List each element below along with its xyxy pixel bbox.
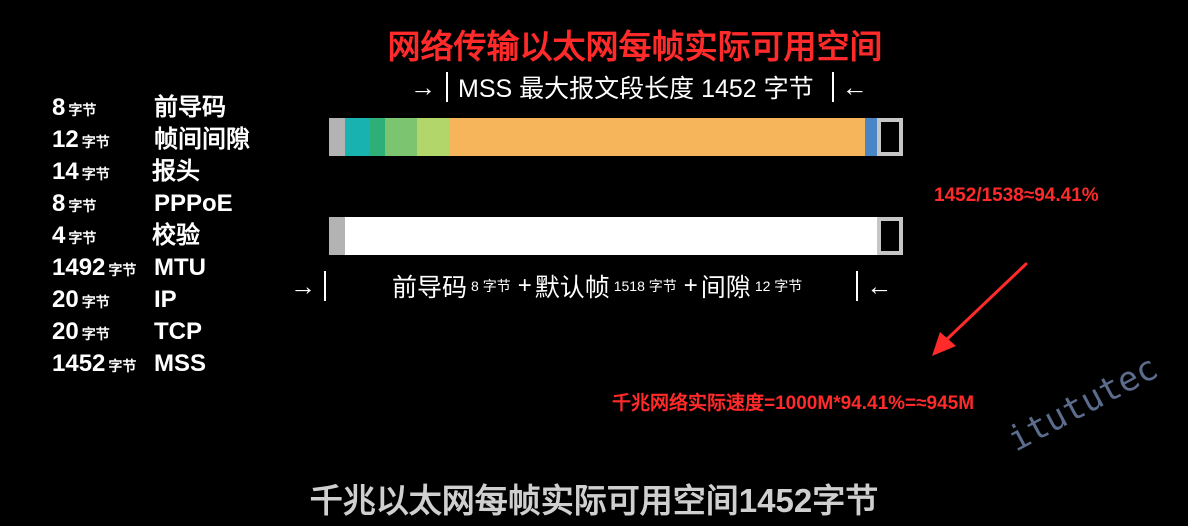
actual-speed-formula: 千兆网络实际速度=1000M*94.41%=≈945M: [612, 393, 975, 414]
legend-unit: 字节: [68, 198, 97, 214]
tcp-segment: [417, 118, 449, 156]
preamble-segment: [329, 217, 345, 255]
legend-size: 8: [52, 190, 66, 217]
page-title: 网络传输以太网每帧实际可用空间: [387, 28, 883, 65]
default-frame-segment: [345, 217, 877, 255]
mss-span-text: MSS 最大报文段长度 1452 字节: [458, 75, 814, 103]
preamble-size: 8 字节: [471, 278, 511, 294]
legend-unit: 字节: [68, 230, 97, 246]
legend-field-name: MSS: [154, 350, 207, 377]
preamble-segment: [329, 118, 345, 156]
legend-size: 4: [52, 222, 66, 249]
default-frame-label: 默认帧: [534, 274, 610, 302]
legend-unit: 字节: [68, 102, 97, 118]
full-frame-bar: [329, 217, 903, 255]
plus-sign: +: [517, 272, 532, 299]
legend-field-name: 前导码: [154, 94, 226, 121]
right-arrow-icon: →: [290, 270, 316, 301]
red-pointer-arrow-icon: [932, 262, 1028, 356]
gap-label: 间隙: [700, 274, 751, 302]
default-frame-size: 1518 字节: [613, 278, 677, 294]
frame-total-label: → 前导码 8 字节 + 默认帧 1518 字节 + 间隙 12 字节 ←: [290, 266, 950, 306]
legend-size: 1452: [52, 350, 106, 377]
legend-field-name: TCP: [154, 318, 202, 345]
legend-unit: 字节: [81, 134, 110, 150]
legend-field-name: PPPoE: [154, 190, 233, 217]
legend-unit: 字节: [108, 262, 137, 278]
checksum-segment: [865, 118, 877, 156]
mss-span-label: → MSS 最大报文段长度 1452 字节 ←: [410, 68, 910, 106]
legend-size: 20: [52, 318, 79, 345]
legend-size: 1492: [52, 254, 106, 281]
gap-size: 12 字节: [754, 278, 803, 294]
legend-unit: 字节: [81, 326, 110, 342]
legend-size: 20: [52, 286, 79, 313]
pppoe-segment: [369, 118, 385, 156]
bottom-caption: 千兆以太网每帧实际可用空间1452字节: [309, 482, 879, 519]
arrow-shaft: [942, 262, 1028, 344]
header-segment: [345, 118, 369, 156]
ip-segment: [385, 118, 417, 156]
watermark: itututec: [1001, 347, 1165, 460]
span-end-marker: [831, 72, 834, 102]
efficiency-ratio: 1452/1538≈94.41%: [934, 185, 1099, 206]
legend-unit: 字节: [108, 358, 137, 374]
legend-field-name: MTU: [154, 254, 206, 281]
legend-size: 12: [52, 126, 79, 153]
preamble-label: 前导码: [392, 274, 468, 302]
interframe-gap-segment: [877, 118, 903, 156]
legend-field-name: 报头: [152, 158, 200, 185]
mss-segment: [449, 118, 865, 156]
frame-breakdown-bar: [329, 118, 903, 156]
left-arrow-icon: ←: [841, 71, 868, 102]
legend-field-name: 帧间间隙: [154, 126, 250, 153]
legend-unit: 字节: [81, 294, 110, 310]
legend-size: 8: [52, 94, 66, 121]
plus-sign: +: [683, 272, 698, 299]
span-start-marker: [446, 72, 448, 102]
interframe-gap-segment: [877, 217, 903, 255]
span-end-marker: [856, 271, 859, 301]
arrow-head: [932, 332, 956, 356]
legend-size: 14: [52, 158, 79, 185]
left-arrow-icon: ←: [866, 270, 893, 301]
span-start-marker: [324, 271, 326, 301]
legend-field-name: IP: [154, 286, 177, 313]
legend-field-name: 校验: [152, 222, 200, 249]
right-arrow-icon: →: [410, 71, 436, 102]
legend-unit: 字节: [81, 166, 110, 182]
